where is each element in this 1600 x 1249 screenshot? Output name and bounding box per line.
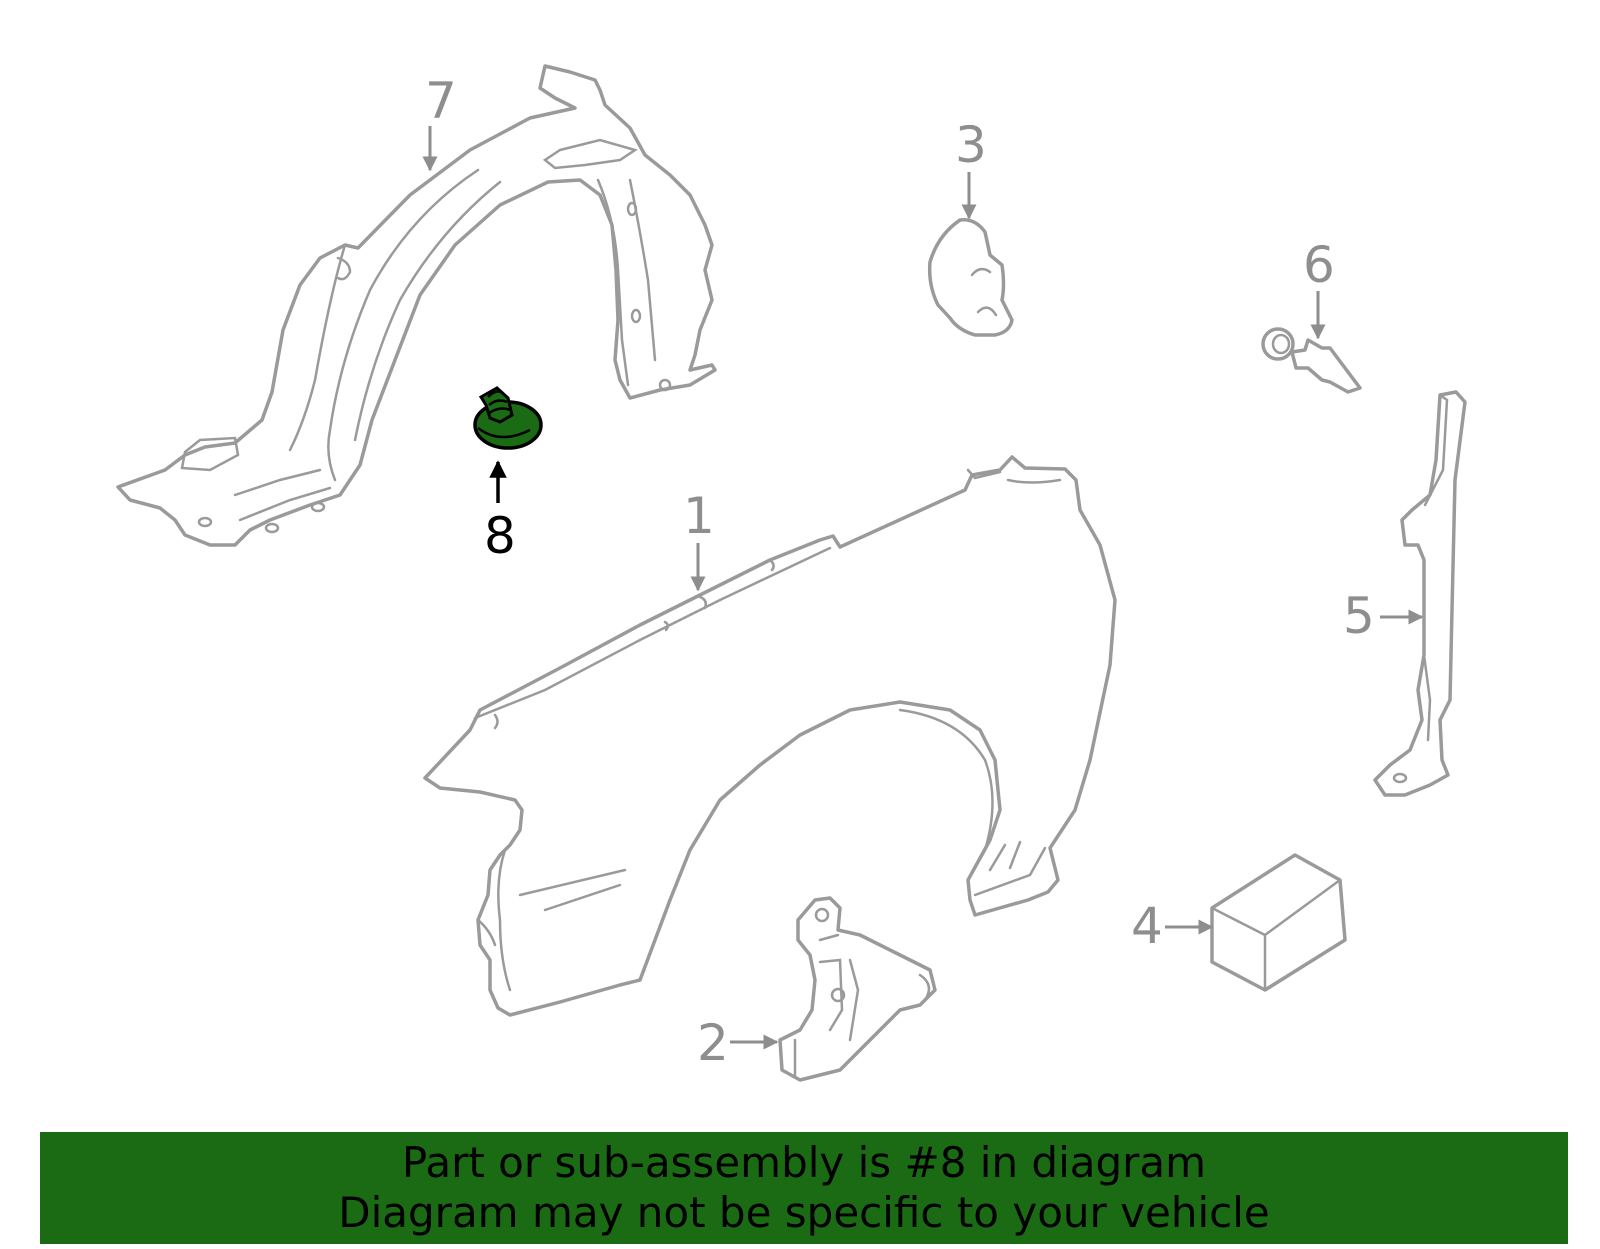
callout-6: 6 [1303,236,1335,294]
callout-1: 1 [683,487,715,545]
callout-2: 2 [697,1014,729,1072]
callout-4: 4 [1131,897,1163,955]
part-3-bracket [927,218,1014,337]
callout-5: 5 [1343,587,1375,645]
callout-3: 3 [955,116,987,174]
banner-line-1: Part or sub-assembly is #8 in diagram [401,1138,1207,1187]
callout-8: 8 [484,507,516,565]
part-5-support [1373,390,1467,797]
part-1-fender [423,455,1117,1017]
callout-7: 7 [425,72,457,130]
banner-line-2: Diagram may not be specific to your vehi… [338,1188,1270,1237]
part-6-push-clip [1261,327,1362,394]
part-8-clip [473,386,543,450]
part-7-fender-liner [116,64,717,547]
part-4-pad [1210,853,1347,992]
part-2-bracket [778,896,937,1082]
info-banner: Part or sub-assembly is #8 in diagram Di… [40,1132,1568,1244]
